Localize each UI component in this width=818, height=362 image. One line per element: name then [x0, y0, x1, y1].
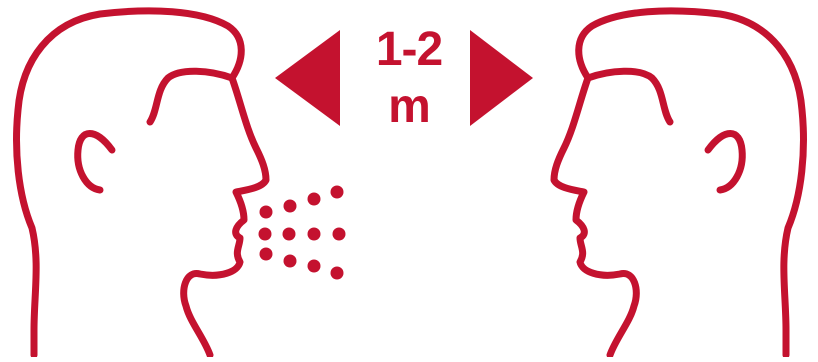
distance-value: 1-2: [349, 26, 469, 74]
right-ear: [708, 134, 742, 191]
left-hairline: [150, 71, 232, 122]
left-ear: [78, 134, 112, 191]
right-arrow-icon: [470, 30, 533, 126]
distance-unit: m: [349, 83, 469, 131]
right-head-icon: [554, 11, 803, 355]
left-arrow-icon: [275, 30, 340, 126]
left-head-icon: [17, 11, 266, 355]
droplets-icon: [259, 186, 346, 280]
right-hairline: [588, 71, 670, 122]
